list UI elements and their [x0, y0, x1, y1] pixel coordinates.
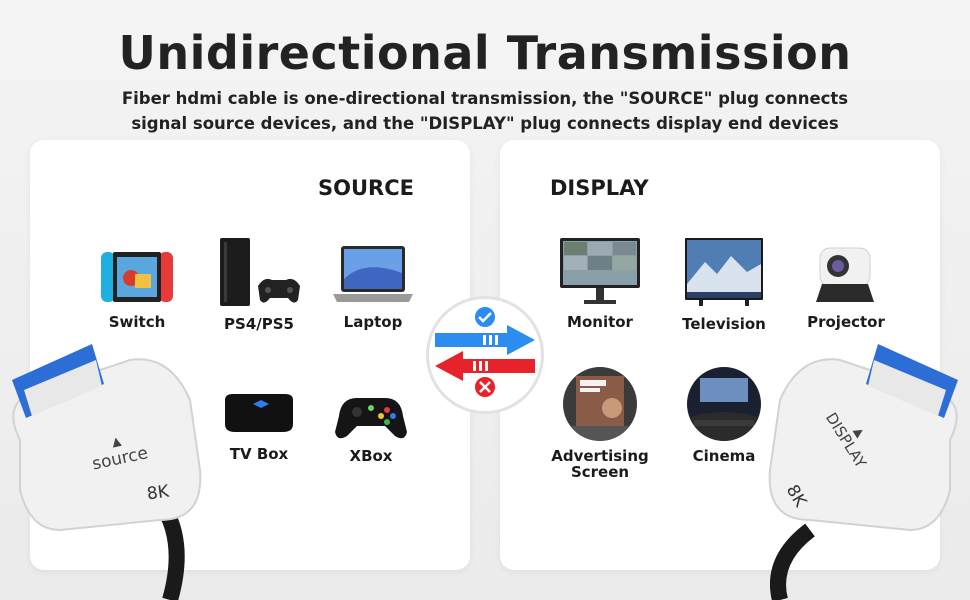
- television-icon: [685, 238, 763, 306]
- device-label: Laptop: [343, 313, 403, 331]
- device-xbox: XBox: [326, 386, 416, 464]
- projector-icon: [816, 247, 874, 302]
- tv-box-icon: [225, 394, 293, 432]
- direction-badge: [426, 296, 544, 414]
- page-subtitle: Fiber hdmi cable is one-directional tran…: [85, 86, 885, 136]
- monitor-icon: [560, 238, 640, 304]
- display-plug: [768, 344, 958, 600]
- advertising-screen-icon: [563, 367, 637, 441]
- device-cinema: Cinema: [676, 366, 772, 464]
- device-tv-box: TV Box: [212, 390, 306, 462]
- laptop-icon: [333, 246, 413, 302]
- device-television: Television: [676, 234, 772, 332]
- source-heading: SOURCE: [310, 176, 422, 206]
- device-laptop: Laptop: [328, 244, 418, 330]
- source-plug: [12, 344, 202, 600]
- subtitle-line-1: Fiber hdmi cable is one-directional tran…: [121, 89, 849, 108]
- cross-icon: [473, 375, 497, 399]
- playstation-icon: [220, 238, 300, 306]
- check-icon: [473, 305, 497, 329]
- display-heading: DISPLAY: [542, 176, 657, 206]
- switch-console-icon: [101, 252, 173, 302]
- device-label: Switch: [108, 313, 166, 331]
- device-label: Advertising Screen: [551, 447, 649, 481]
- device-ps: PS4/PS5: [212, 234, 306, 332]
- device-switch: Switch: [92, 238, 182, 330]
- device-label: Projector: [807, 313, 885, 331]
- device-label: Monitor: [567, 313, 633, 331]
- page-title: Unidirectional Transmission: [118, 26, 852, 80]
- subtitle-line-2: signal source devices, and the "DISPLAY"…: [131, 114, 839, 133]
- xbox-controller-icon: [335, 398, 407, 439]
- device-label: XBox: [349, 447, 393, 465]
- cinema-icon: [687, 367, 761, 441]
- device-advertising-screen: Advertising Screen: [550, 366, 650, 480]
- device-label: TV Box: [229, 445, 289, 463]
- device-label: PS4/PS5: [224, 315, 294, 333]
- device-label: Cinema: [692, 447, 756, 465]
- device-label: Television: [682, 315, 766, 333]
- source-plug-resolution: 8K: [145, 481, 171, 505]
- device-monitor: Monitor: [552, 236, 648, 330]
- device-projector: Projector: [800, 244, 892, 330]
- display-panel: DISPLAY Monitor Television Projector: [500, 140, 940, 570]
- direction-arrows: [435, 305, 535, 399]
